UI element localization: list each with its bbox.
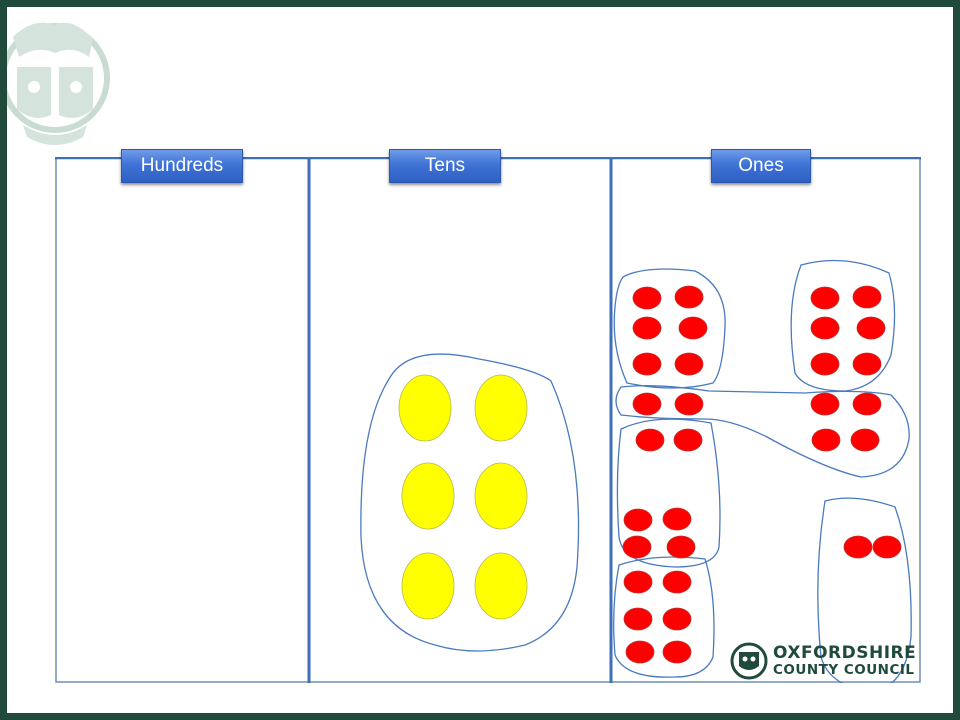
ones-counter (662, 507, 692, 531)
column-header-tens: Tens (389, 149, 501, 183)
group-outline (613, 268, 726, 389)
ones-counter (856, 316, 886, 340)
ones-counter (852, 352, 882, 376)
crest-watermark-icon (7, 22, 110, 145)
ones-counter (852, 392, 882, 416)
ones-counter (810, 352, 840, 376)
ones-counter (673, 428, 703, 452)
ones-counter (623, 508, 653, 532)
ones-counter (635, 428, 665, 452)
group-outline (360, 353, 580, 652)
column-header-ones: Ones (711, 149, 811, 183)
ones-counter (843, 535, 873, 559)
ones-counter (852, 285, 882, 309)
tens-counter (401, 552, 455, 620)
ones-counter (632, 286, 662, 310)
ones-counter (662, 607, 692, 631)
tens-counter (474, 552, 528, 620)
ones-counter (632, 352, 662, 376)
county-crest-icon (730, 642, 768, 680)
ones-counter (622, 535, 652, 559)
tens-counter (474, 374, 528, 442)
group-outline (817, 497, 912, 692)
ones-counter (872, 535, 902, 559)
ones-counter (662, 640, 692, 664)
logo-line2: COUNTY COUNCIL (773, 662, 915, 678)
ones-counter (625, 640, 655, 664)
group-outline (790, 259, 896, 392)
tens-counter (398, 374, 452, 442)
ones-counter (632, 316, 662, 340)
tens-counter (401, 462, 455, 530)
ones-counter (632, 392, 662, 416)
ones-counter (666, 535, 696, 559)
ones-counter (662, 570, 692, 594)
tens-counter (474, 462, 528, 530)
column-header-hundreds: Hundreds (121, 149, 243, 183)
place-value-board (55, 156, 921, 692)
place-value-chart (55, 156, 921, 692)
ones-counter (810, 286, 840, 310)
group-outline (616, 418, 721, 568)
ones-counter (678, 316, 708, 340)
ones-counter (623, 607, 653, 631)
ones-counter (674, 352, 704, 376)
group-outline (615, 385, 910, 478)
ones-counter (811, 428, 841, 452)
group-outline (613, 556, 715, 678)
ones-counter (810, 392, 840, 416)
ones-counter (623, 570, 653, 594)
ones-counter (850, 428, 880, 452)
ones-counter (674, 392, 704, 416)
logo-line1: OXFORDSHIRE (773, 643, 917, 663)
ones-counter (810, 316, 840, 340)
ones-counter (674, 285, 704, 309)
council-logo: OXFORDSHIRE COUNTY COUNCIL (729, 640, 921, 682)
